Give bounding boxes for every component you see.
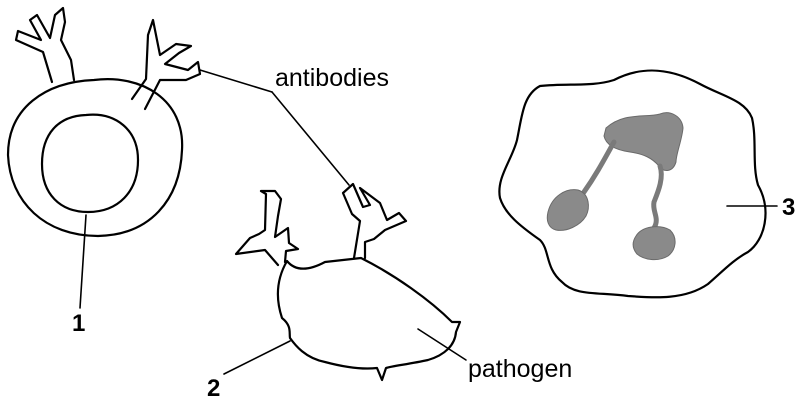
label-antibodies: antibodies <box>275 64 389 92</box>
leader-antibodies-to-cell1 <box>200 70 272 92</box>
cell-1 <box>8 79 182 236</box>
leader-1 <box>80 215 86 308</box>
cell-1-nucleus <box>42 115 138 212</box>
cell-3-membrane <box>499 70 765 297</box>
antibody-cell1-left <box>16 8 74 82</box>
label-pathogen: pathogen <box>468 355 572 383</box>
nucleus-lobe-left <box>547 190 588 231</box>
antibody-cell1-right <box>132 20 200 109</box>
nucleus-lobe-bottom <box>633 227 675 260</box>
antibody-pathogen-top <box>343 184 406 258</box>
leader-pathogen <box>418 329 466 360</box>
leader-2 <box>224 341 290 374</box>
label-number-2: 2 <box>207 375 220 399</box>
label-number-3: 3 <box>782 194 795 221</box>
pathogen-body <box>278 258 460 380</box>
nucleus-connector-right <box>654 166 662 228</box>
leader-antibodies-to-pathogen <box>272 92 349 185</box>
cell-3-nucleus <box>547 113 683 260</box>
label-number-1: 1 <box>72 310 85 337</box>
antibody-pathogen-left <box>236 191 298 265</box>
